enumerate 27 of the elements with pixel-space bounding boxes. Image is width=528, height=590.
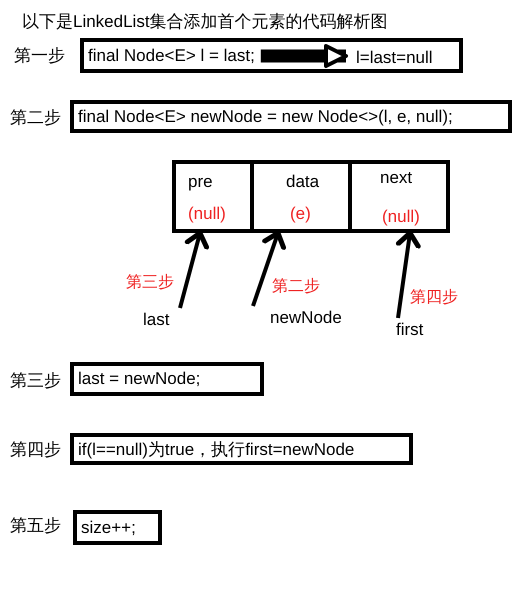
- code-box: last = newNode;: [70, 362, 264, 396]
- field-name: next: [380, 168, 412, 188]
- arrow: [396, 230, 421, 318]
- step-label: 第一步: [14, 45, 65, 67]
- step-label: 第四步: [10, 439, 61, 461]
- field-value: (null): [382, 207, 420, 227]
- outline-box: [80, 38, 463, 73]
- code-box: final Node<E> newNode = new Node<>(l, e, null);: [70, 100, 512, 133]
- code-box: if(l==null)为true，执行first=newNode: [70, 433, 413, 465]
- field-name: pre: [188, 172, 213, 192]
- step-label: 第二步: [10, 107, 61, 129]
- variable-label: l=last=null: [356, 48, 433, 68]
- code-box: size++;: [73, 510, 162, 545]
- step-label: 第三步: [10, 370, 61, 392]
- variable-label: newNode: [270, 308, 342, 328]
- field-value: (e): [290, 204, 311, 224]
- arrow: [260, 44, 348, 68]
- title: 以下是LinkedList集合添加首个元素的代码解析图: [22, 11, 388, 33]
- field-name: data: [286, 172, 320, 192]
- step-label: 第五步: [10, 515, 61, 537]
- arrow: [251, 230, 286, 307]
- field-value: (null): [188, 204, 226, 224]
- variable-label: final Node<E> l = last;: [88, 46, 255, 66]
- variable-label: last: [143, 310, 170, 330]
- arrow: [178, 230, 210, 309]
- variable-label: first: [396, 320, 424, 340]
- outline-box: [172, 160, 450, 233]
